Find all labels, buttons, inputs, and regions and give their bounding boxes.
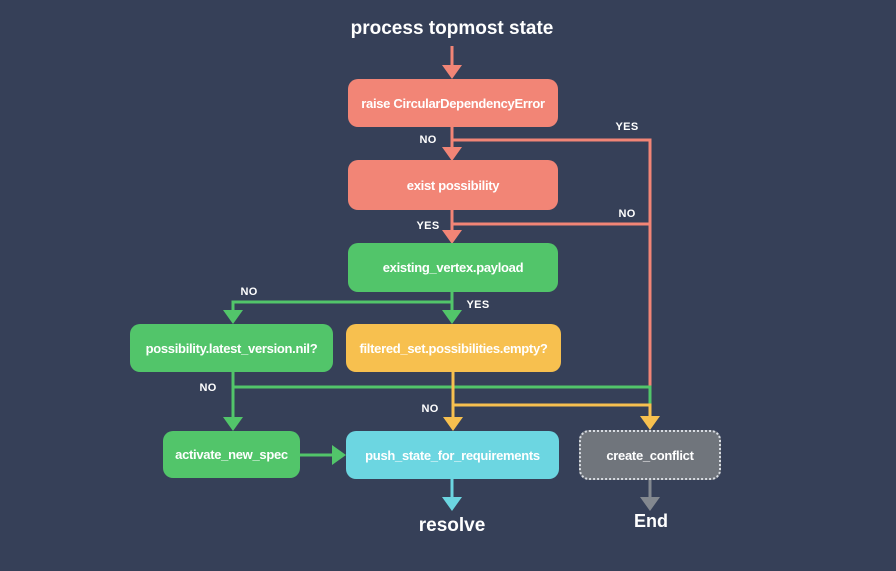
edge-label-vertex-yes: YES: [466, 299, 490, 311]
arrowhead-into-push-top: [443, 417, 463, 431]
node-activate-new-spec: activate_new_spec: [163, 431, 300, 478]
node-label: exist possibility: [406, 177, 500, 193]
salmon-arrowheads: [442, 65, 462, 244]
arrowhead-into-exist: [442, 147, 462, 161]
resolve-terminal-label: resolve: [418, 515, 486, 536]
edge-latest-yes-right: [233, 385, 652, 406]
node-existing-vertex-payload: existing_vertex.payload: [348, 243, 558, 292]
edge-filtered-yes-right: [453, 403, 652, 418]
edge-label-exist-no: NO: [618, 208, 636, 220]
arrowhead-into-activate: [223, 417, 243, 431]
arrowhead-into-possibility: [223, 310, 243, 324]
arrowhead-into-end: [640, 497, 660, 511]
edge-label-raise-no: NO: [419, 134, 437, 146]
edge-label-latest-version-no: NO: [199, 382, 217, 394]
node-possibility-latest-version-nil: possibility.latest_version.nil?: [130, 324, 333, 372]
node-push-state-for-requirements: push_state_for_requirements: [346, 431, 559, 479]
start-terminal-label: process topmost state: [350, 18, 554, 39]
node-label: raise CircularDependencyError: [361, 95, 545, 111]
node-filtered-set-possibilities-empty: filtered_set.possibilities.empty?: [346, 324, 561, 372]
node-label: create_conflict: [606, 447, 694, 463]
end-terminal-label: End: [634, 511, 668, 531]
yellow-edges: [451, 372, 652, 419]
node-label: possibility.latest_version.nil?: [145, 340, 318, 356]
arrowhead-into-conflict: [640, 416, 660, 430]
green-arrowheads: [223, 310, 462, 465]
node-raise-circular-dependency-error: raise CircularDependencyError: [348, 79, 558, 127]
green-edges: [231, 292, 652, 457]
node-exist-possibility: exist possibility: [348, 160, 558, 210]
edge-label-filtered-no: NO: [421, 403, 439, 415]
arrowhead-into-resolve: [442, 497, 462, 511]
edge-label-exist-yes: YES: [416, 220, 440, 232]
edge-raise-yes-trunk: [452, 138, 652, 387]
edge-label-vertex-no: NO: [240, 286, 258, 298]
edge-vertex-no-left: [231, 300, 452, 311]
arrowhead-into-vertex: [442, 230, 462, 244]
node-label: filtered_set.possibilities.empty?: [359, 340, 548, 356]
node-create-conflict: create_conflict: [579, 430, 721, 480]
salmon-edges: [450, 46, 652, 387]
edge-label-raise-yes: YES: [615, 121, 639, 133]
node-label: activate_new_spec: [175, 447, 288, 462]
node-label: push_state_for_requirements: [365, 447, 540, 463]
arrowhead-into-push-left: [332, 445, 346, 465]
yellow-arrowheads: [443, 416, 660, 431]
node-label: existing_vertex.payload: [382, 260, 524, 275]
arrowhead-into-filtered: [442, 310, 462, 324]
arrowhead-into-raise: [442, 65, 462, 79]
